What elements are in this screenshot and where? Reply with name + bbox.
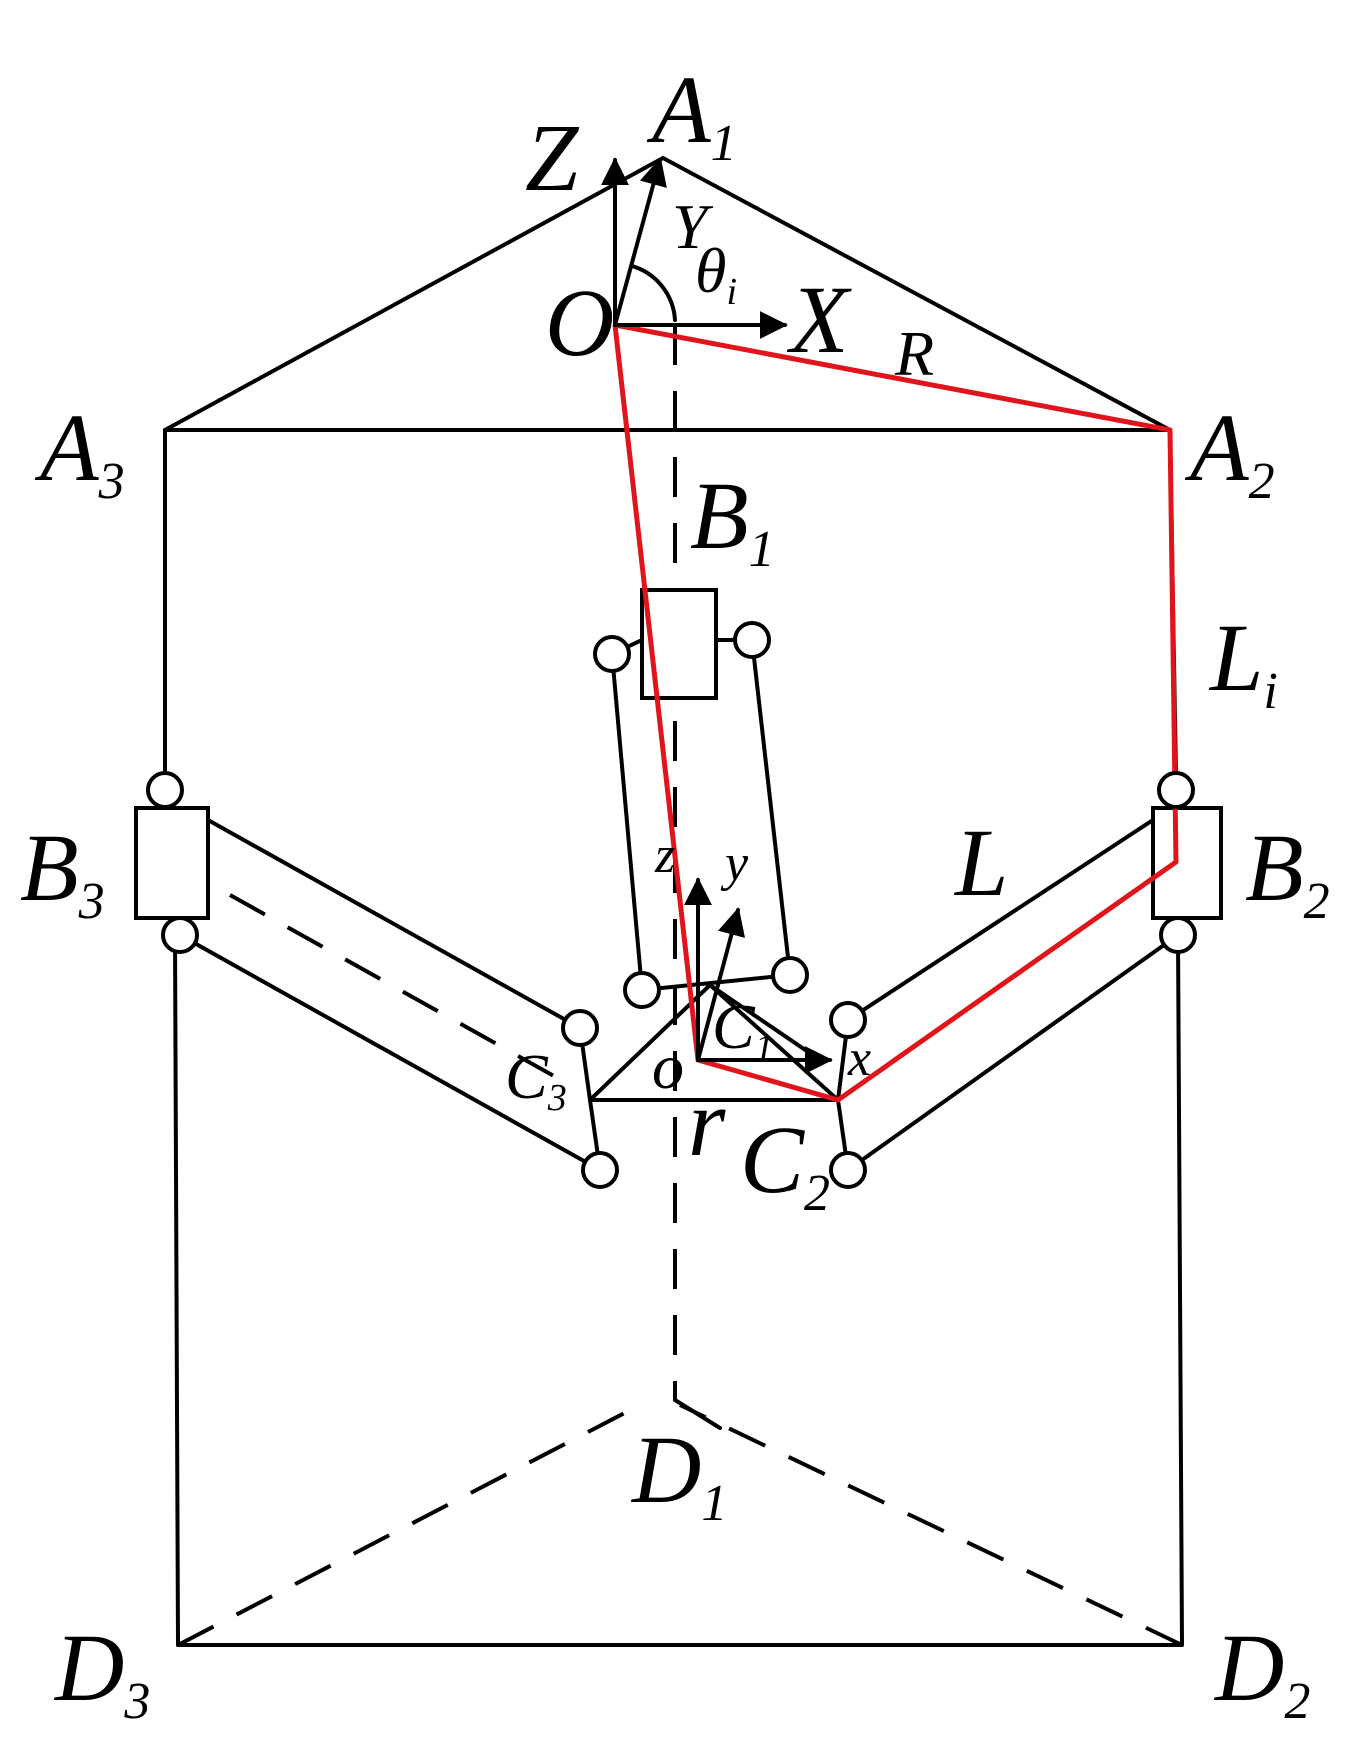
sliders — [134, 588, 1223, 920]
label-b1: B1 — [690, 462, 775, 578]
joints — [146, 621, 1197, 1189]
label-c1: C1 — [712, 991, 774, 1069]
labels: A1 A2 A3 B1 B2 B3 C1 C2 C3 D1 D2 D3 Li L… — [20, 56, 1330, 1730]
base-triangle — [163, 156, 1172, 432]
label-a2: A2 — [1184, 394, 1275, 510]
label-b2: B2 — [1245, 814, 1330, 930]
label-l: L — [953, 809, 1008, 916]
label-axis-x: X — [786, 266, 852, 373]
moving-frame-axes — [684, 877, 833, 1074]
label-origin-o: O — [545, 269, 614, 376]
vector-loop — [612, 322, 1179, 1103]
label-a1: A1 — [646, 56, 737, 172]
label-axis-small-x: x — [847, 1030, 871, 1087]
label-big-r: R — [894, 318, 934, 389]
label-axis-y: Y — [672, 191, 714, 262]
links — [178, 638, 1180, 1172]
slider-b2 — [1151, 806, 1223, 920]
label-axis-small-y: y — [720, 835, 749, 892]
label-small-r: r — [688, 1069, 726, 1176]
label-d1: D1 — [630, 1416, 727, 1532]
label-origin-small-o: o — [652, 1031, 684, 1102]
label-b3: B3 — [20, 814, 105, 930]
label-c3: C3 — [505, 1041, 567, 1119]
label-a3: A3 — [34, 394, 125, 510]
label-axis-small-z: z — [654, 827, 675, 884]
label-axis-z: Z — [525, 104, 580, 211]
slider-b3 — [134, 806, 210, 920]
label-li: Li — [1208, 604, 1278, 720]
label-d2: D2 — [1213, 1614, 1310, 1730]
fixed-frame-axes — [601, 157, 788, 339]
label-c2: C2 — [740, 1106, 830, 1222]
label-d3: D3 — [53, 1614, 150, 1730]
label-theta: θi — [695, 235, 737, 313]
